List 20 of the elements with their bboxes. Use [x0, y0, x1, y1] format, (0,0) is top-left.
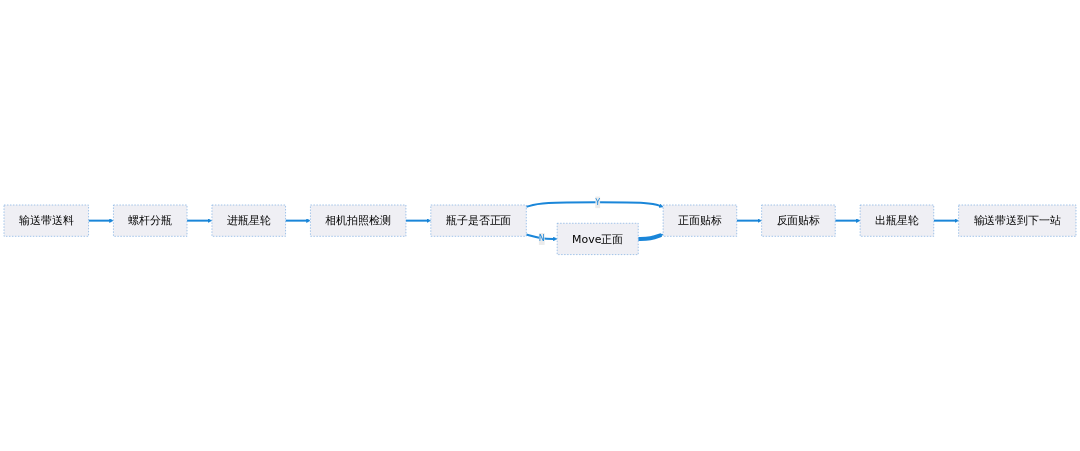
arrow [404, 218, 431, 223]
arrow [525, 233, 558, 242]
arrow [932, 218, 959, 223]
node-box: 进瓶星轮 [211, 204, 286, 237]
node-box: 相机拍照检测 [310, 204, 407, 237]
node-box: 输送带送到下一站 [958, 204, 1077, 237]
arrow [638, 233, 664, 241]
arrow [735, 218, 762, 223]
arrow [284, 218, 311, 223]
node-box: 瓶子是否正面 [430, 204, 527, 237]
node-box: 输送带送料 [3, 204, 89, 237]
node-box: Move正面 [556, 223, 639, 255]
node-box: 螺杆分瓶 [113, 204, 188, 237]
node-box: 正面贴标 [662, 204, 737, 237]
arrow [834, 218, 861, 223]
node-box: 出瓶星轮 [859, 204, 934, 237]
arrow [525, 201, 664, 208]
node-box: 反面贴标 [761, 204, 836, 237]
arrow [87, 218, 114, 223]
arrow [186, 218, 213, 223]
